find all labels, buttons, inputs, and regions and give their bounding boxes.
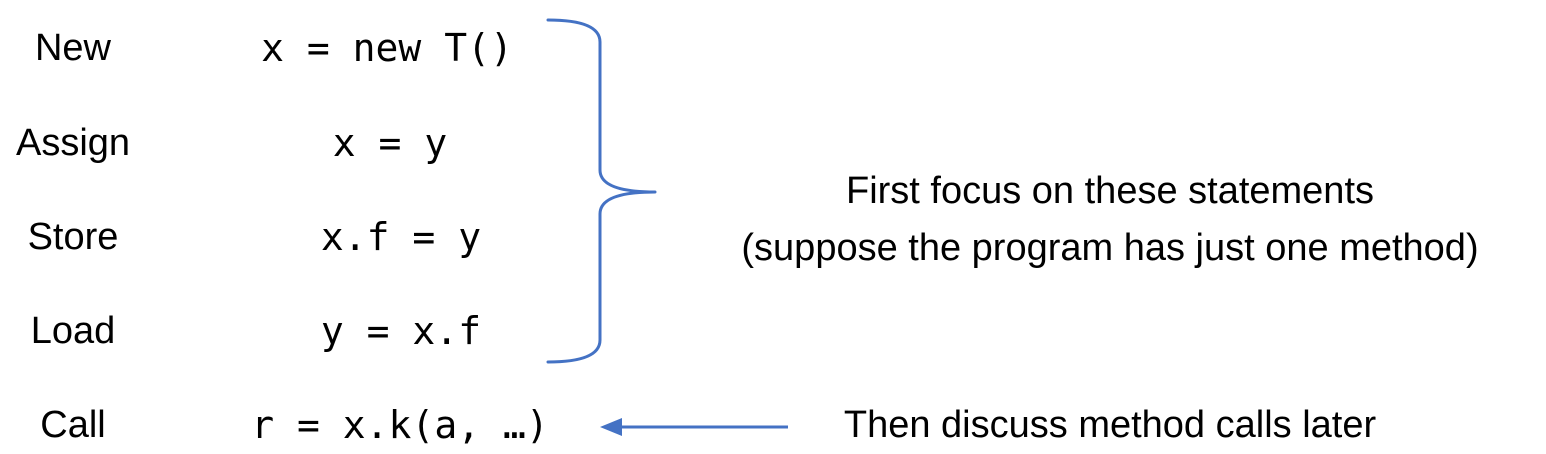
statement-kind-assign: Assign: [15, 122, 131, 164]
statement-kind-call: Call: [40, 404, 106, 446]
statement-kind-new: New: [34, 27, 112, 69]
arrow-head-icon: [600, 418, 622, 436]
curly-brace: [546, 18, 657, 364]
statement-kind-load: Load: [30, 310, 116, 352]
statement-kind-store: Store: [27, 216, 119, 258]
statement-code-load: y = x.f: [320, 309, 482, 353]
focus-note-line1: First focus on these statements: [845, 170, 1375, 212]
focus-note-line2: (suppose the program has just one method…: [741, 227, 1479, 269]
statement-code-new: x = new T(): [261, 26, 513, 70]
calls-later-note: Then discuss method calls later: [843, 404, 1377, 446]
statement-code-assign: x = y: [332, 121, 448, 165]
statement-code-call: r = x.k(a, …): [251, 403, 549, 447]
statement-code-store: x.f = y: [320, 215, 482, 259]
